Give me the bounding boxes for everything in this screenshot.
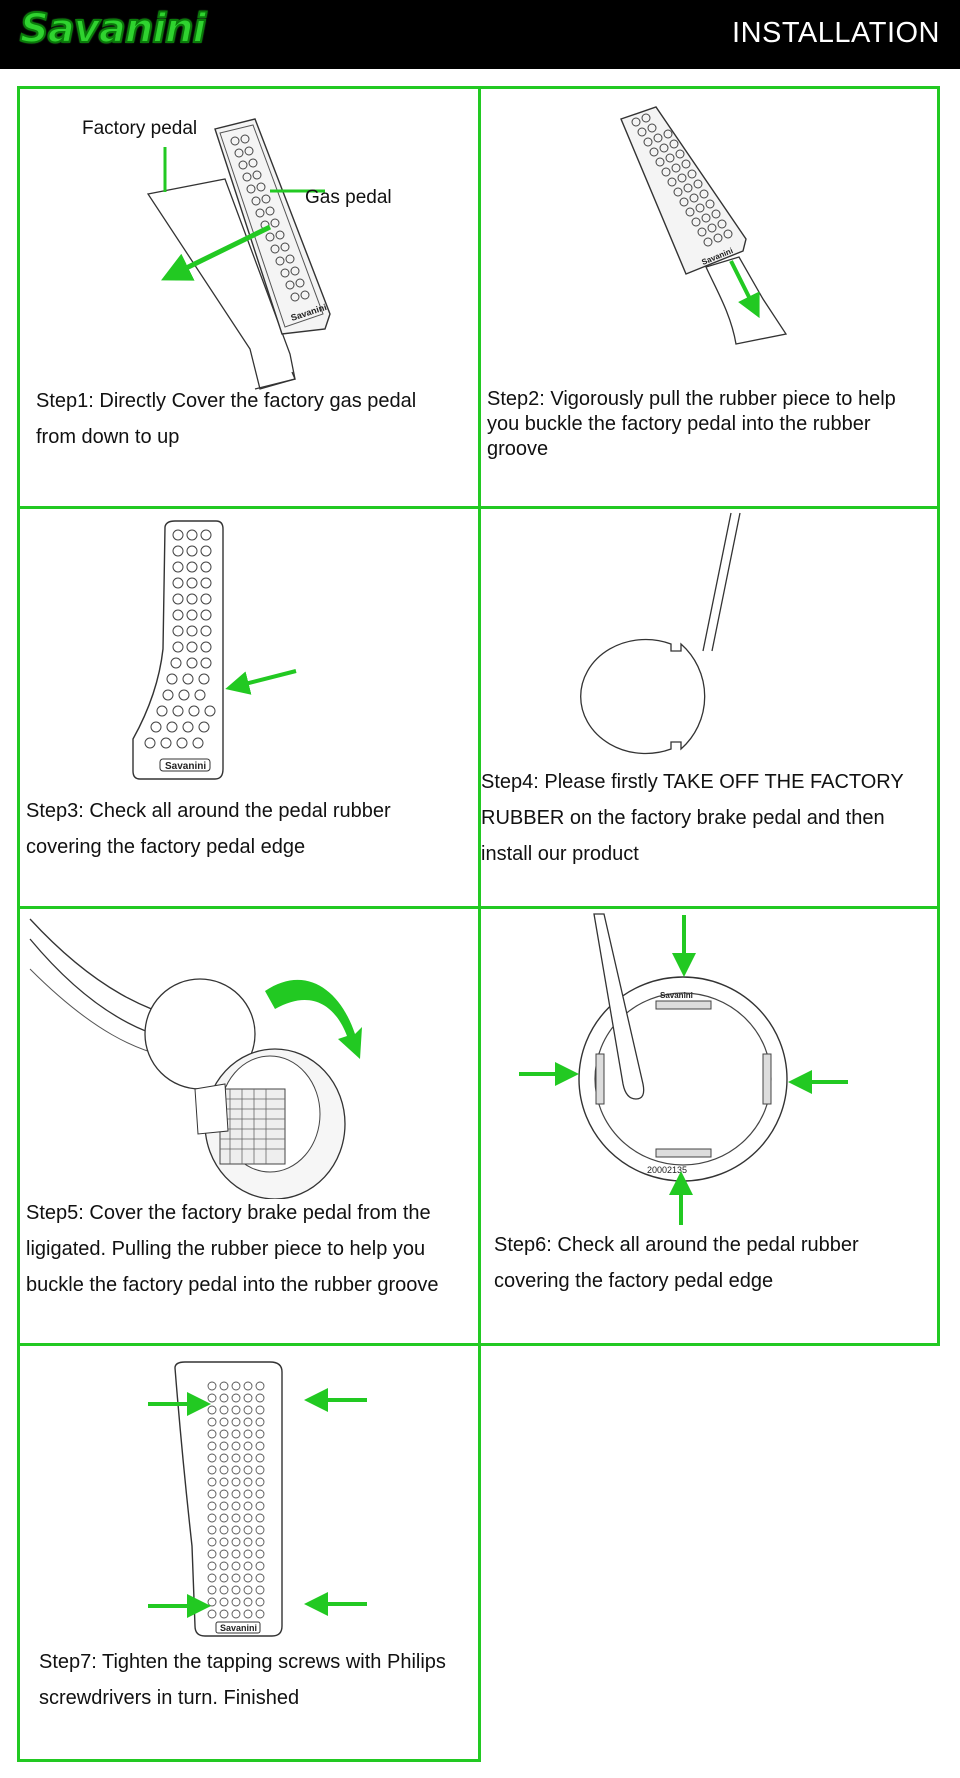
- step6-pad-brand: Savanini: [660, 991, 693, 1000]
- page-title: INSTALLATION: [732, 17, 940, 49]
- step7-pedal-brand: Savanini: [220, 1623, 257, 1633]
- header-bar: Savanini INSTALLATION: [0, 0, 960, 69]
- green-arrow-icon: [161, 224, 272, 281]
- step5-panel: Step5: Cover the factory brake pedal fro…: [17, 906, 481, 1346]
- step3-panel: Savanini Step3: Check all around the ped…: [17, 506, 481, 909]
- factory-pedal-label: Factory pedal: [82, 118, 198, 139]
- green-arrow-icon: [225, 669, 297, 695]
- step2-illustration: Savanini: [620, 106, 788, 345]
- step4-text: Step4: Please firstly TAKE OFF THE FACTO…: [481, 771, 904, 865]
- step6-pad-code: 20002135: [647, 1165, 687, 1175]
- step7-panel: Savanini Step7: Tighten the tapping scre…: [17, 1343, 481, 1762]
- installation-grid: Savanini Factory pedal Gas pedal Step1: …: [17, 86, 940, 1762]
- step3-text: Step3: Check all around the pedal rubber…: [26, 800, 391, 858]
- step2-panel: Savanini Step2: Vigorously pull the rubb…: [478, 86, 940, 509]
- green-arrow-icon: [729, 260, 760, 319]
- step3-illustration: Savanini: [132, 520, 297, 780]
- step4-panel: Step4: Please firstly TAKE OFF THE FACTO…: [478, 506, 940, 909]
- step1-panel: Savanini Factory pedal Gas pedal Step1: …: [17, 86, 481, 509]
- brand-logo: Savanini: [19, 5, 207, 53]
- step3-pedal-brand: Savanini: [165, 761, 206, 772]
- step5-illustration: [29, 918, 362, 1199]
- step2-text: Step2: Vigorously pull the rubber piece …: [487, 388, 896, 460]
- step1-text: Step1: Directly Cover the factory gas pe…: [36, 390, 417, 448]
- step6-illustration: Savanini 20002135: [519, 913, 848, 1221]
- step5-text: Step5: Cover the factory brake pedal fro…: [26, 1202, 439, 1296]
- curved-arrow-icon: [265, 979, 362, 1059]
- step6-text: Step6: Check all around the pedal rubber…: [494, 1234, 859, 1292]
- step1-illustration: Savanini: [146, 118, 331, 390]
- gas-pedal-label: Gas pedal: [305, 187, 392, 208]
- step4-illustration: [580, 512, 741, 755]
- step7-text: Step7: Tighten the tapping screws with P…: [39, 1651, 446, 1709]
- step6-panel: Savanini 20002135 Step6: Check all aroun…: [478, 906, 940, 1346]
- step6-bottom-arrow: [669, 1171, 693, 1225]
- step7-illustration: Savanini: [148, 1361, 367, 1637]
